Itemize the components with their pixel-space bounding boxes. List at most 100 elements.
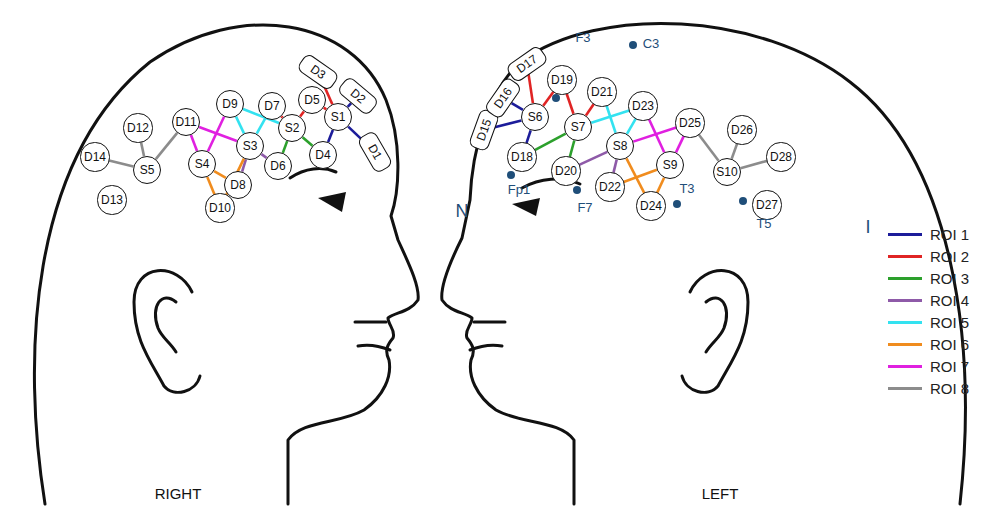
legend-text: ROI 2 (930, 248, 969, 265)
node-label: D20 (555, 165, 577, 177)
landmark-name: I (865, 218, 870, 238)
legend-row: ROI 4 (888, 292, 969, 309)
channel-line (535, 134, 566, 151)
channel-line (348, 103, 351, 107)
legend-text: ROI 4 (930, 292, 969, 309)
channel-line (626, 158, 644, 193)
electrode-dot (507, 171, 515, 179)
source-circle: S5 (133, 156, 161, 184)
channel-line (676, 136, 684, 152)
detector-circle: D28 (766, 142, 795, 171)
node-label: D9 (222, 98, 237, 110)
node-label: D15 (475, 118, 494, 143)
electrode-name: Fp1 (508, 183, 530, 197)
node-label: D5 (304, 94, 319, 106)
detector-circle: D23 (628, 91, 657, 120)
ear (682, 271, 748, 393)
source-circle: S4 (188, 150, 216, 178)
detector-circle: D9 (216, 90, 244, 118)
legend-swatch (888, 255, 922, 258)
electrode-name: F7 (577, 201, 592, 215)
detector-circle: D26 (727, 115, 756, 144)
channel-line (607, 106, 616, 133)
node-label: D2 (348, 86, 367, 105)
channel-line (109, 161, 133, 167)
channel-line (740, 161, 767, 168)
node-label: S3 (243, 140, 258, 152)
channel-line (526, 130, 530, 143)
channel-line (699, 135, 719, 161)
node-label: D21 (591, 86, 613, 98)
legend-text: ROI 5 (930, 314, 969, 331)
electrode-name: T5 (756, 217, 771, 231)
legend-row: ROI 5 (888, 314, 969, 331)
node-label: D27 (756, 199, 778, 211)
source-circle: S9 (656, 151, 684, 179)
channel-line (570, 141, 575, 157)
ear-inner (706, 298, 727, 352)
lips (355, 322, 390, 350)
node-label: D7 (264, 100, 279, 112)
channel-line (528, 74, 532, 103)
channel-line (633, 128, 676, 142)
channel-line (300, 111, 304, 116)
channel-line (141, 142, 144, 156)
side-label: LEFT (702, 486, 739, 503)
channel-line (494, 120, 522, 127)
ear-inner (155, 298, 176, 352)
detector-circle: D20 (551, 156, 580, 185)
node-label: D4 (315, 149, 330, 161)
detector-circle: D11 (172, 108, 200, 136)
electrode-dot (629, 41, 637, 49)
node-label: S1 (331, 111, 346, 123)
node-label: D13 (101, 194, 123, 206)
detector-circle: D24 (636, 191, 665, 220)
source-circle: S1 (324, 103, 352, 131)
legend-text: ROI 7 (930, 358, 969, 375)
electrode-name: C3 (643, 37, 660, 51)
lips (470, 322, 505, 350)
channel-line (207, 177, 214, 195)
node-label: D10 (209, 202, 231, 214)
channel-line (627, 119, 636, 134)
node-label: D18 (511, 151, 533, 163)
legend-swatch (888, 343, 922, 346)
eye (512, 198, 540, 216)
channel-line (199, 127, 237, 141)
node-label: D23 (632, 100, 654, 112)
channel-line (567, 94, 574, 114)
legend-text: ROI 6 (930, 336, 969, 353)
detector-circle: D22 (595, 172, 624, 201)
channel-line (586, 104, 594, 115)
legend-row: ROI 8 (888, 380, 969, 397)
detector-circle: D27 (752, 190, 781, 219)
electrode-dot (552, 94, 560, 102)
electrode-dot (739, 197, 747, 205)
node-label: S5 (140, 164, 155, 176)
node-label: D26 (731, 124, 753, 136)
detector-tag: D16 (483, 76, 522, 120)
node-label: D12 (127, 122, 149, 134)
node-label: S9 (663, 159, 678, 171)
source-circle: S3 (236, 132, 264, 160)
detector-circle: D6 (264, 152, 292, 180)
electrode-name: F3 (575, 31, 590, 45)
detector-circle: D14 (80, 142, 109, 171)
legend-row: ROI 6 (888, 336, 969, 353)
detector-circle: D13 (97, 185, 126, 214)
channel-line (624, 170, 657, 182)
legend-swatch (888, 277, 922, 280)
detector-circle: D10 (205, 193, 234, 222)
node-label: D1 (366, 142, 384, 161)
source-circle: S7 (564, 113, 592, 141)
channel-line (303, 137, 313, 146)
channel-line (613, 160, 616, 173)
channel-line (512, 103, 523, 110)
head-outline (34, 25, 418, 504)
legend-row: ROI 7 (888, 358, 969, 375)
source-circle: S10 (713, 158, 741, 186)
channel-line (543, 92, 553, 106)
detector-tag: D3 (296, 52, 340, 91)
